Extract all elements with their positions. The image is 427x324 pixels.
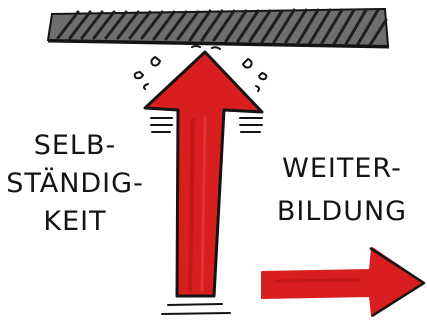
right-label-line: WEITER- xyxy=(262,147,422,190)
up-arrow-icon xyxy=(145,52,262,296)
left-label-line: SELB- xyxy=(0,127,150,165)
ceiling-icon xyxy=(48,9,389,47)
weiterbildung-label: WEITER- BILDUNG xyxy=(262,147,422,233)
left-label-line: KEIT xyxy=(0,203,150,241)
selbstaendigkeit-label: SELB- STÄNDIG- KEIT xyxy=(0,127,150,241)
right-label-line: BILDUNG xyxy=(262,190,422,233)
right-arrow-icon xyxy=(262,248,424,316)
left-label-line: STÄNDIG- xyxy=(0,165,150,203)
ground-lines-icon xyxy=(162,304,230,314)
